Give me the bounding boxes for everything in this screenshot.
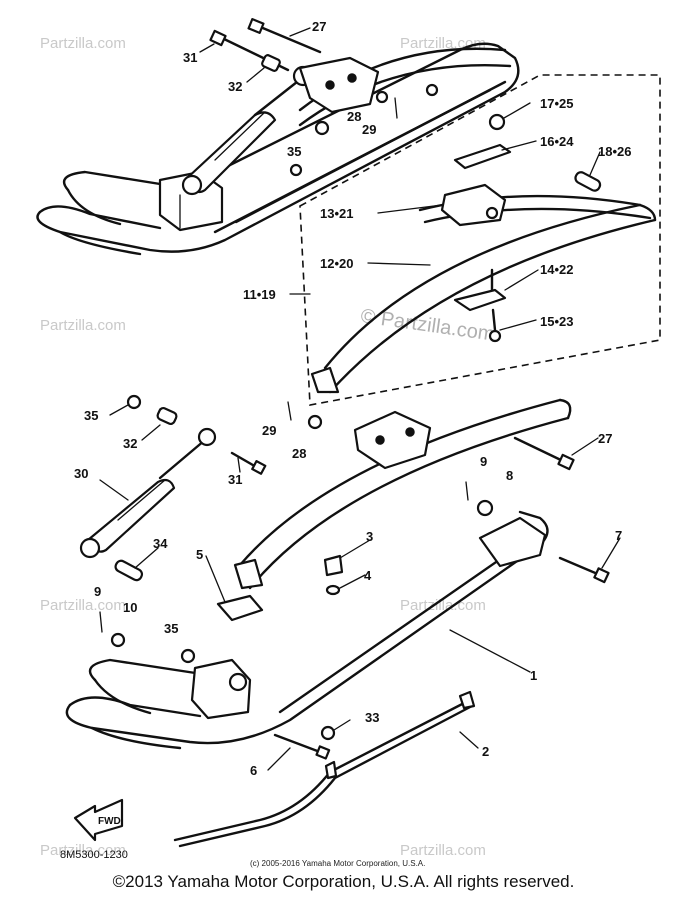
callout-labels: 31 27 32 28 29 35 17•25 16•24 18•26 13•2… (74, 19, 631, 778)
callout-label: 34 (153, 536, 168, 551)
callout-label: 7 (615, 528, 622, 543)
front-arrow-icon: FWD (73, 798, 124, 842)
callout-label: 4 (364, 568, 372, 583)
callout-label: 29 (262, 423, 276, 438)
callout-label: 6 (250, 763, 257, 778)
watermark-text: Partzilla.com (40, 842, 126, 859)
callout-label: 32 (228, 79, 242, 94)
callout-label: 29 (362, 122, 376, 137)
callout-label: 28 (292, 446, 306, 461)
middle-spring-assembly (79, 394, 575, 590)
watermark-text: Partzilla.com (400, 842, 486, 859)
upper-ski-assembly (36, 18, 520, 256)
callout-label: 13•21 (320, 206, 353, 221)
diagram-code: 8M5300-1230 (60, 849, 128, 861)
callout-label: 35 (84, 408, 98, 423)
callout-label: 30 (74, 466, 88, 481)
callout-label: 31 (183, 50, 197, 65)
callout-label: 12•20 (320, 256, 353, 271)
callout-label: 15•23 (540, 314, 573, 329)
callout-label: 16•24 (540, 134, 574, 149)
front-arrow-label: FWD (98, 816, 121, 827)
callout-label: 2 (482, 744, 489, 759)
leader-lines (99, 27, 621, 771)
callout-label: 14•22 (540, 262, 573, 277)
callout-label: 3 (366, 529, 373, 544)
callout-label: 9 (94, 584, 101, 599)
callout-label: 17•25 (540, 96, 573, 111)
lower-ski-assembly (65, 481, 610, 848)
callout-label: 35 (164, 621, 178, 636)
callout-label: 27 (312, 19, 326, 34)
small-copyright: (c) 2005-2016 Yamaha Motor Corporation, … (250, 859, 425, 868)
watermark-text: Partzilla.com (40, 317, 126, 334)
watermark-text: Partzilla.com (40, 35, 126, 52)
callout-label: 32 (123, 436, 137, 451)
callout-label: 35 (287, 144, 301, 159)
callout-label: 31 (228, 472, 242, 487)
callout-label: 1 (530, 668, 537, 683)
callout-label: 18•26 (598, 144, 631, 159)
callout-label: 33 (365, 710, 379, 725)
spring-kit-box (299, 74, 661, 406)
callout-label: 8 (506, 468, 513, 483)
callout-label: 9 (480, 454, 487, 469)
watermark-text: Partzilla.com (400, 597, 486, 614)
callout-label: 27 (598, 431, 612, 446)
footer-copyright: ©2013 Yamaha Motor Corporation, U.S.A. A… (112, 872, 575, 891)
callout-label: 28 (347, 109, 361, 124)
callout-label: 11•19 (243, 287, 276, 302)
callout-label: 10 (123, 600, 137, 615)
watermark-text: Partzilla.com (40, 597, 126, 614)
callout-label: 5 (196, 547, 203, 562)
